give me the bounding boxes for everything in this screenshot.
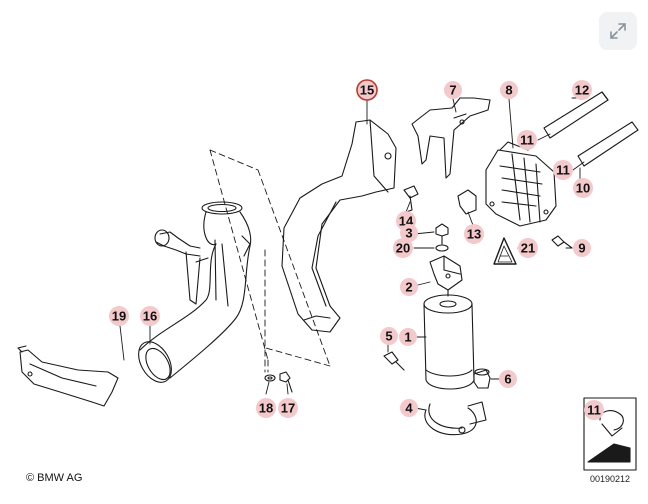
callout-16[interactable]: 16 — [140, 306, 160, 326]
callout-label: 7 — [449, 83, 456, 98]
document-number: 00190212 — [590, 474, 631, 484]
callout-label: 13 — [467, 227, 481, 242]
expand-arrows-icon — [610, 23, 626, 39]
callout-20[interactable]: 20 — [393, 238, 413, 258]
callout-15[interactable]: 15 — [356, 79, 378, 101]
dashed-guide-lines — [209, 149, 331, 373]
callout-6[interactable]: 6 — [499, 370, 517, 388]
part-8-control-unit — [485, 141, 557, 227]
part-5-bolt — [383, 351, 405, 371]
callout-12[interactable]: 12 — [572, 80, 592, 100]
callout-18[interactable]: 18 — [256, 398, 276, 418]
part-3-bolt — [435, 223, 449, 245]
callout-label: 20 — [396, 241, 410, 256]
callout-label: 19 — [112, 309, 126, 324]
callout-label: 3 — [405, 226, 412, 241]
callout-1[interactable]: 1 — [399, 328, 417, 346]
part-15-air-duct — [281, 119, 397, 333]
part-9-bolt — [551, 235, 573, 249]
callout-4[interactable]: 4 — [400, 399, 418, 417]
part-16-intake-pipe — [138, 201, 252, 383]
callout-label: 21 — [521, 241, 535, 256]
callout-11[interactable]: 11 — [584, 400, 604, 420]
callout-5[interactable]: 5 — [380, 327, 398, 345]
callout-label: 1 — [404, 330, 411, 345]
callout-9[interactable]: 9 — [573, 239, 591, 257]
part-10-hose — [577, 121, 639, 167]
callout-21[interactable]: 21 — [518, 238, 538, 258]
expand-button[interactable] — [599, 12, 637, 50]
callout-10[interactable]: 10 — [573, 178, 593, 198]
callout-8[interactable]: 8 — [500, 81, 518, 99]
part-7-bracket — [411, 97, 491, 179]
copyright-text: © BMW AG — [26, 472, 83, 484]
callout-label: 8 — [505, 83, 512, 98]
legend-box — [583, 397, 637, 471]
part-1-dryer-canister — [423, 289, 475, 390]
callout-label: 11 — [587, 403, 601, 418]
part-4-clamp — [424, 401, 487, 436]
callout-2[interactable]: 2 — [400, 278, 418, 296]
callout-11[interactable]: 11 — [517, 130, 537, 150]
callout-label: 18 — [259, 401, 273, 416]
callout-label: 12 — [575, 83, 589, 98]
part-connector-hose — [154, 229, 209, 305]
callout-label: 2 — [405, 280, 412, 295]
callout-label: 11 — [520, 133, 534, 148]
callout-label: 15 — [360, 83, 374, 98]
callout-13[interactable]: 13 — [464, 224, 484, 244]
callout-3[interactable]: 3 — [400, 224, 418, 242]
callout-19[interactable]: 19 — [109, 306, 129, 326]
part-2-bracket — [429, 255, 463, 291]
callout-label: 11 — [556, 163, 570, 178]
part-12-hose — [543, 91, 609, 139]
part-17-bolt — [279, 371, 293, 393]
callout-label: 10 — [576, 181, 590, 196]
callout-label: 16 — [143, 309, 157, 324]
callout-label: 17 — [281, 401, 295, 416]
callout-11[interactable]: 11 — [553, 160, 573, 180]
callout-label: 6 — [504, 372, 511, 387]
callout-7[interactable]: 7 — [444, 81, 462, 99]
callout-label: 9 — [578, 241, 585, 256]
part-19-bracket — [17, 345, 119, 407]
callout-17[interactable]: 17 — [278, 398, 298, 418]
part-20-nut — [435, 244, 449, 252]
part-21-warning-label — [493, 237, 517, 265]
part-13-clip — [457, 189, 477, 215]
callout-label: 5 — [385, 329, 392, 344]
part-14-bolt — [403, 185, 419, 213]
part-18-washer — [264, 374, 276, 382]
part-6-cap — [473, 368, 491, 389]
callout-label: 4 — [405, 401, 413, 416]
